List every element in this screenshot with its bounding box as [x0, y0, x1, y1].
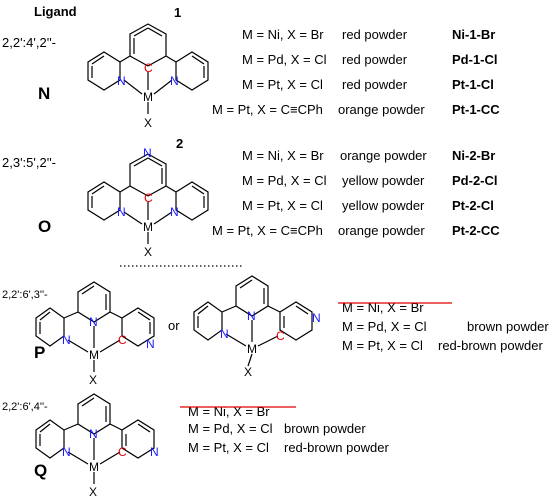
group-letter-n: N	[38, 84, 50, 103]
atom-x: X	[244, 365, 252, 379]
rows-n: M = Ni, X = Br red powder Ni-1-Br M = Pd…	[212, 27, 500, 117]
code-ni-1-br: Ni-1-Br	[452, 27, 495, 42]
desc-p-pd: brown powder	[467, 319, 549, 334]
desc-q-pt: red-brown powder	[284, 440, 389, 455]
or-connector: or	[168, 318, 180, 333]
atom-n-outer: N	[312, 311, 321, 325]
atom-n-left: N	[62, 333, 71, 347]
desc-pt-1-cl: red powder	[342, 77, 408, 92]
structure-p-first: N N C N M X	[35, 281, 155, 387]
formula-q-pd: M = Pd, X = Cl	[188, 421, 273, 436]
formula-ni-1-br: M = Ni, X = Br	[242, 27, 324, 42]
atom-c: C	[118, 445, 127, 459]
atom-x: X	[144, 116, 152, 130]
structure-n: N N C M X	[87, 23, 209, 130]
desc-pd-1-cl: red powder	[342, 52, 408, 67]
code-ni-2-br: Ni-2-Br	[452, 148, 495, 163]
atom-n-outer: N	[150, 445, 159, 459]
formula-q-ni-struck: M = Ni, X = Br	[188, 404, 270, 419]
formula-pd-1-cl: M = Pd, X = Cl	[242, 52, 327, 67]
code-pd-1-cl: Pd-1-Cl	[452, 52, 498, 67]
desc-pt-1-cc: orange powder	[338, 102, 425, 117]
atom-c: C	[144, 61, 153, 75]
code-pt-2-cl: Pt-2-Cl	[452, 198, 494, 213]
atom-m: M	[89, 348, 99, 362]
group-p: 2,2':6',3''- P N N C N M X or	[2, 275, 549, 387]
group-letter-p: P	[34, 343, 45, 362]
atom-n-outer: N	[146, 337, 155, 351]
atom-c: C	[118, 333, 127, 347]
topology-q: 2,2':6',4''-	[2, 401, 48, 413]
atom-n-left: N	[117, 74, 126, 88]
atom-c: C	[276, 329, 285, 343]
atom-n-center: N	[89, 315, 98, 329]
formula-p-pd: M = Pd, X = Cl	[342, 319, 427, 334]
ligand-header: Ligand	[34, 4, 77, 19]
formula-pt-2-cl: M = Pt, X = Cl	[242, 198, 323, 213]
atom-n-right: N	[170, 74, 179, 88]
topology-p: 2,2':6',3''-	[2, 289, 48, 301]
rows-q: M = Ni, X = Br M = Pd, X = Cl brown powd…	[180, 404, 389, 455]
atom-n-left: N	[62, 445, 71, 459]
atom-m: M	[143, 220, 153, 234]
code-pt-1-cl: Pt-1-Cl	[452, 77, 494, 92]
formula-pt-1-cc: M = Pt, X = C≡CPh	[212, 102, 323, 117]
atom-x: X	[89, 373, 97, 387]
desc-pt-2-cl: yellow powder	[342, 198, 425, 213]
formula-p-ni-struck: M = Ni, X = Br	[342, 300, 424, 315]
formula-ni-2-br: M = Ni, X = Br	[242, 148, 324, 163]
code-pd-2-cl: Pd-2-Cl	[452, 173, 498, 188]
atom-m: M	[247, 342, 257, 356]
atom-x: X	[89, 485, 97, 499]
group-q: 2,2':6',4''- Q N N C N M X M = Ni,	[2, 393, 389, 499]
desc-ni-2-br: orange powder	[340, 148, 427, 163]
formula-p-pt: M = Pt, X = Cl	[342, 338, 423, 353]
atom-n-center: N	[247, 309, 256, 323]
group-o: 2 2,3':5',2''- O N N N C M X	[2, 136, 500, 259]
code-pt-2-cc: Pt-2-CC	[452, 223, 500, 238]
atom-n-top: N	[143, 146, 152, 160]
atom-n-left: N	[220, 327, 229, 341]
desc-pt-2-cc: orange powder	[338, 223, 425, 238]
ligand-number-1: 1	[174, 5, 181, 20]
topology-o: 2,3':5',2''-	[2, 155, 56, 170]
desc-ni-1-br: red powder	[342, 27, 408, 42]
ligand-number-2: 2	[176, 136, 183, 151]
atom-x: X	[144, 245, 152, 259]
rows-p: M = Ni, X = Br M = Pd, X = Cl brown powd…	[338, 300, 549, 353]
formula-pd-2-cl: M = Pd, X = Cl	[242, 173, 327, 188]
code-pt-1-cc: Pt-1-CC	[452, 102, 500, 117]
formula-pt-1-cl: M = Pt, X = Cl	[242, 77, 323, 92]
formula-pt-2-cc: M = Pt, X = C≡CPh	[212, 223, 323, 238]
rows-o: M = Ni, X = Br orange powder Ni-2-Br M =…	[212, 148, 500, 238]
structure-o: N N N C M X	[87, 146, 209, 259]
formula-q-pt: M = Pt, X = Cl	[188, 440, 269, 455]
atom-c: C	[144, 191, 153, 205]
desc-p-pt: red-brown powder	[438, 338, 543, 353]
group-letter-q: Q	[34, 461, 47, 480]
structure-p-second: N N C N M X	[193, 275, 321, 379]
atom-m: M	[143, 90, 153, 104]
topology-n: 2,2':4',2''-	[2, 35, 56, 50]
desc-q-pd: brown powder	[284, 421, 366, 436]
atom-n-center: N	[89, 427, 98, 441]
group-n: 1 2,2':4',2''- N N N C	[2, 5, 500, 130]
desc-pd-2-cl: yellow powder	[342, 173, 425, 188]
group-letter-o: O	[38, 217, 51, 236]
structure-q: N N C N M X	[35, 393, 159, 499]
atom-n-left: N	[117, 205, 126, 219]
atom-n-right: N	[170, 205, 179, 219]
atom-m: M	[89, 460, 99, 474]
